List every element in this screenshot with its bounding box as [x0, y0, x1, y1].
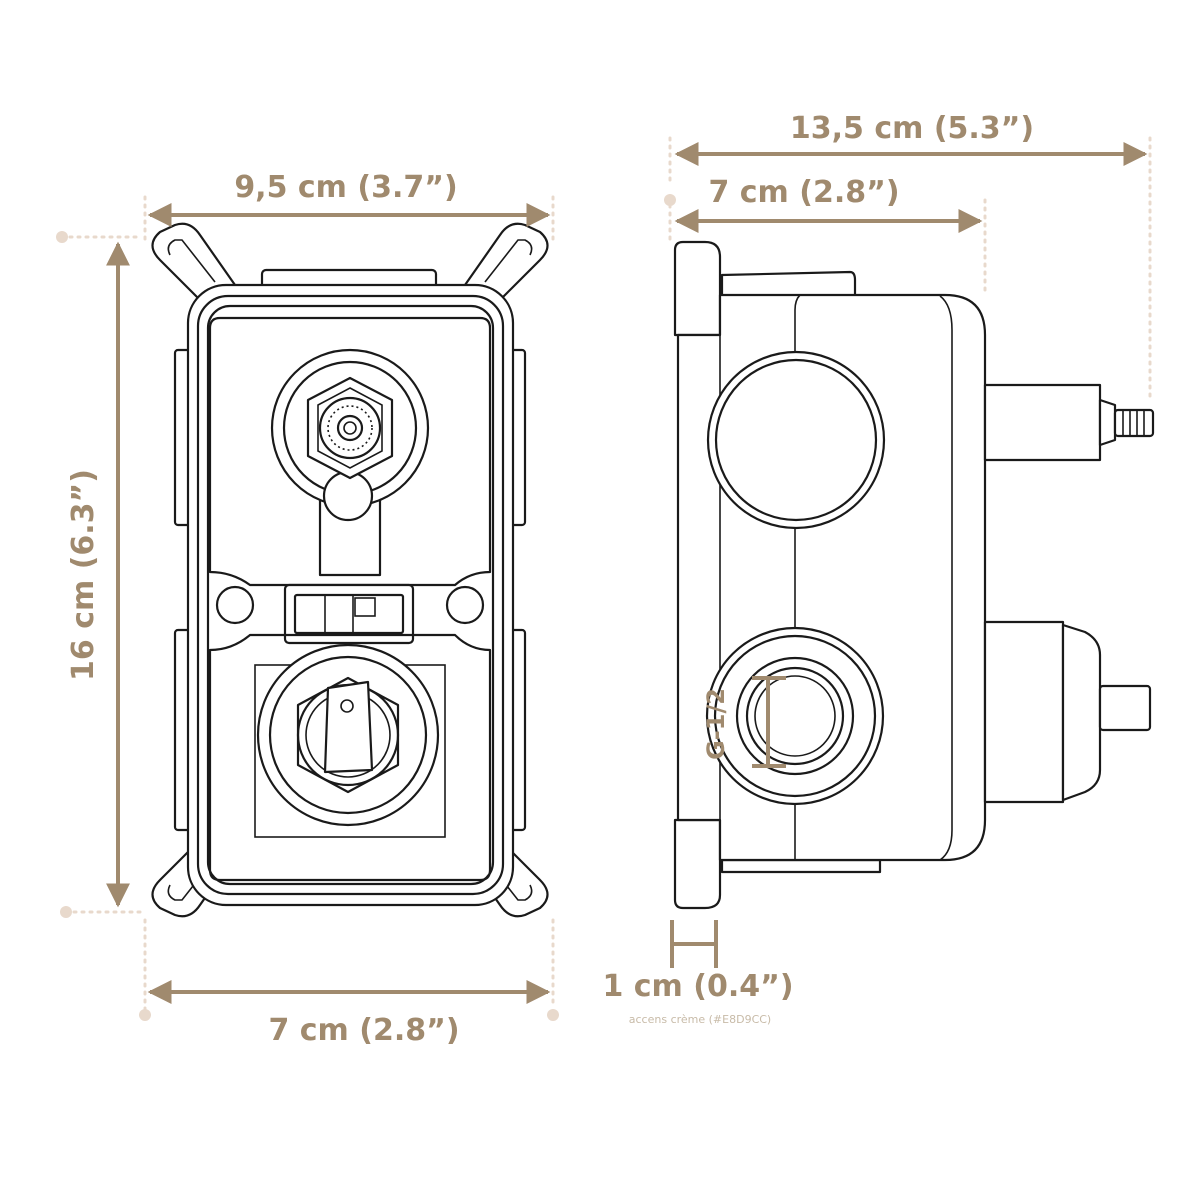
- side-bottom-cap: [720, 858, 882, 874]
- side-upper-port: [706, 350, 886, 530]
- diverter-slot: [283, 583, 415, 645]
- lower-compartment: [208, 633, 492, 882]
- thread-callout: G-1/2: [702, 676, 786, 768]
- screw-hole-left: [215, 585, 255, 625]
- side-lower-spindle: [983, 620, 1152, 804]
- screw-hole-right: [445, 585, 485, 625]
- dim-side-total-depth: 13,5 cm (5.3”): [668, 111, 1152, 402]
- dim-front-height: 16 cm (6.3”): [56, 231, 142, 918]
- upper-compartment: [208, 316, 492, 587]
- dim-front-bottom-width: 7 cm (2.8”): [139, 918, 559, 1048]
- dim-side-flange-depth: 1 cm (0.4”): [602, 920, 794, 1004]
- side-flange-bottom: [673, 818, 722, 910]
- side-flange-top: [673, 240, 722, 337]
- side-lower-port: [705, 626, 885, 806]
- dim-front-top-width: 9,5 cm (3.7”): [143, 170, 555, 242]
- front-top-width-label: 9,5 cm (3.7”): [234, 170, 457, 205]
- upper-valve: [270, 348, 430, 577]
- front-height-label: 16 cm (6.3”): [66, 469, 101, 681]
- front-body-recess: [206, 304, 495, 886]
- front-bottom-width-label: 7 cm (2.8”): [268, 1013, 459, 1048]
- thread-label: G-1/2: [702, 688, 730, 760]
- front-body-inner: [196, 294, 505, 896]
- dim-side-body-depth: 7 cm (2.8”): [664, 175, 987, 292]
- side-view: G-1/2 13,5 cm (5.3”) 7 cm (2.8”) 1 cm (0…: [602, 111, 1155, 1026]
- lower-valve: [256, 643, 440, 827]
- side-body-depth-label: 7 cm (2.8”): [708, 175, 899, 210]
- side-top-cap: [720, 270, 857, 298]
- side-upper-spindle: [983, 383, 1155, 462]
- front-view: 9,5 cm (3.7”) 16 cm (6.3”) 7 cm (2.8”): [56, 170, 559, 1048]
- side-total-depth-label: 13,5 cm (5.3”): [790, 111, 1034, 146]
- side-flange-depth-label: 1 cm (0.4”): [602, 969, 793, 1004]
- accent-note: accens crème (#E8D9CC): [629, 1013, 771, 1026]
